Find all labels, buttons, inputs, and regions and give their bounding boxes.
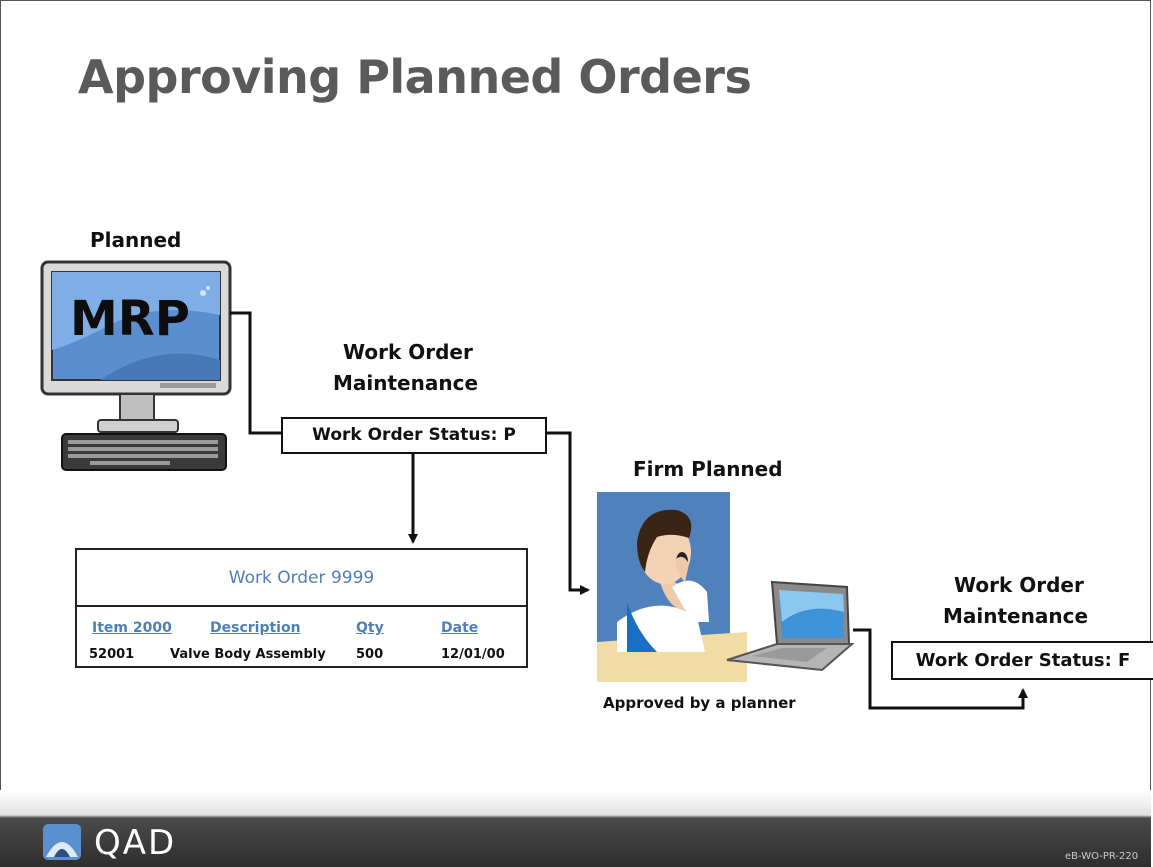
status-p-text: Work Order Status: P xyxy=(312,425,516,445)
cell-qty: 500 xyxy=(356,647,384,662)
wom2-line1: Work Order xyxy=(954,573,1084,597)
qad-logo-text: QAD xyxy=(94,823,177,863)
col-header-qty[interactable]: Qty xyxy=(356,620,384,636)
keyboard-icon xyxy=(61,433,227,471)
qad-logo-icon xyxy=(43,824,81,860)
status-f-text: Work Order Status: F xyxy=(915,650,1131,671)
mrp-screen-text: MRP xyxy=(70,291,190,347)
status-f-box: Work Order Status: F xyxy=(891,641,1153,680)
firm-planned-label: Firm Planned xyxy=(633,457,783,481)
cell-item: 52001 xyxy=(89,647,135,662)
col-header-item[interactable]: Item 2000 xyxy=(92,620,172,636)
work-order-title: Work Order 9999 xyxy=(77,550,526,607)
work-order-body: Item 2000 Description Qty Date 52001 Val… xyxy=(77,607,526,667)
wom1-line2: Maintenance xyxy=(333,371,479,395)
slide-title: Approving Planned Orders xyxy=(78,50,752,104)
slide-code: eB-WO-PR-220 xyxy=(1065,851,1139,862)
footer-bar xyxy=(0,790,1151,867)
work-order-card: Work Order 9999 Item 2000 Description Qt… xyxy=(75,548,528,668)
person-on-phone-icon xyxy=(597,492,855,682)
col-header-date[interactable]: Date xyxy=(441,620,479,636)
wom1-line1: Work Order xyxy=(343,340,473,364)
computer-monitor-icon xyxy=(40,260,232,433)
planned-label: Planned xyxy=(90,228,182,252)
col-header-description[interactable]: Description xyxy=(210,620,301,636)
status-p-box: Work Order Status: P xyxy=(281,417,547,454)
cell-description: Valve Body Assembly xyxy=(170,647,326,662)
wom2-line2: Maintenance xyxy=(943,604,1089,628)
approved-caption: Approved by a planner xyxy=(603,694,796,712)
cell-date: 12/01/00 xyxy=(441,647,505,662)
